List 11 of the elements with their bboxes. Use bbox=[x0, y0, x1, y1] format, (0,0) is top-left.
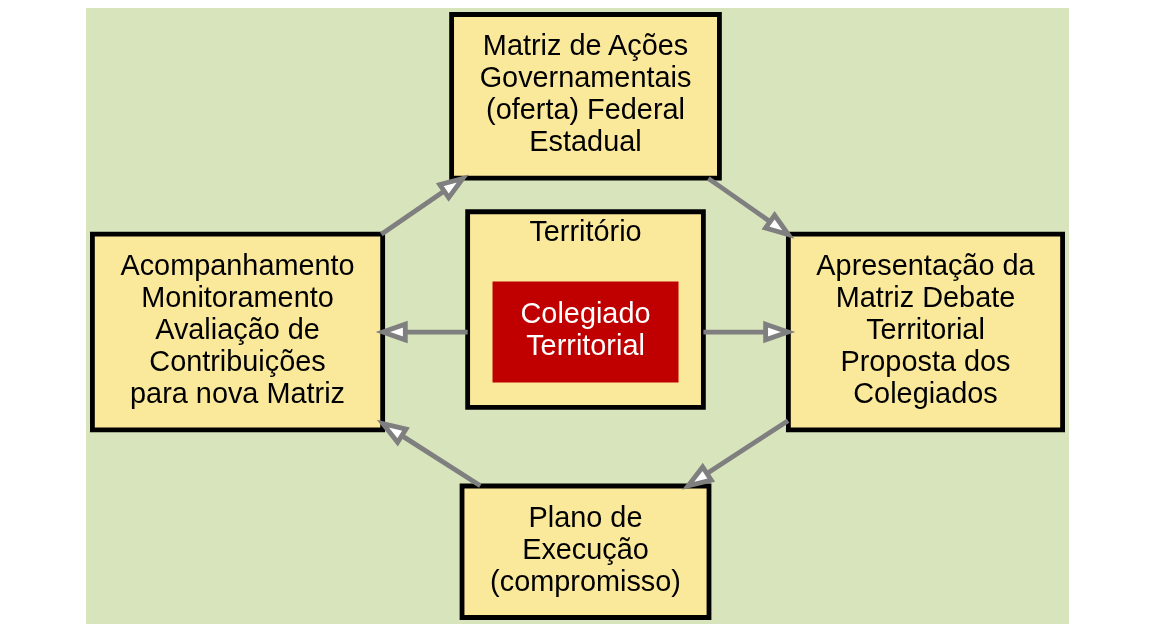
arrow bbox=[682, 418, 790, 490]
arrow bbox=[375, 320, 468, 344]
node-box: Colegiado Territorial bbox=[492, 281, 679, 383]
arrow bbox=[703, 320, 796, 344]
arrow bbox=[380, 174, 469, 237]
node-box: Matriz de Ações Governamentais (oferta) Federal Estadual bbox=[449, 12, 722, 181]
node-box: Acompanhamento Monitoramento Avaliação de Contribuições para nova Matriz bbox=[90, 231, 386, 433]
node-box: Plano de Execução (compromisso) bbox=[459, 483, 712, 620]
node-box: Apresentação da Matriz Debate Territorial Proposta dos Colegiados bbox=[785, 231, 1065, 433]
arrow bbox=[376, 419, 482, 488]
arrow bbox=[706, 176, 795, 239]
